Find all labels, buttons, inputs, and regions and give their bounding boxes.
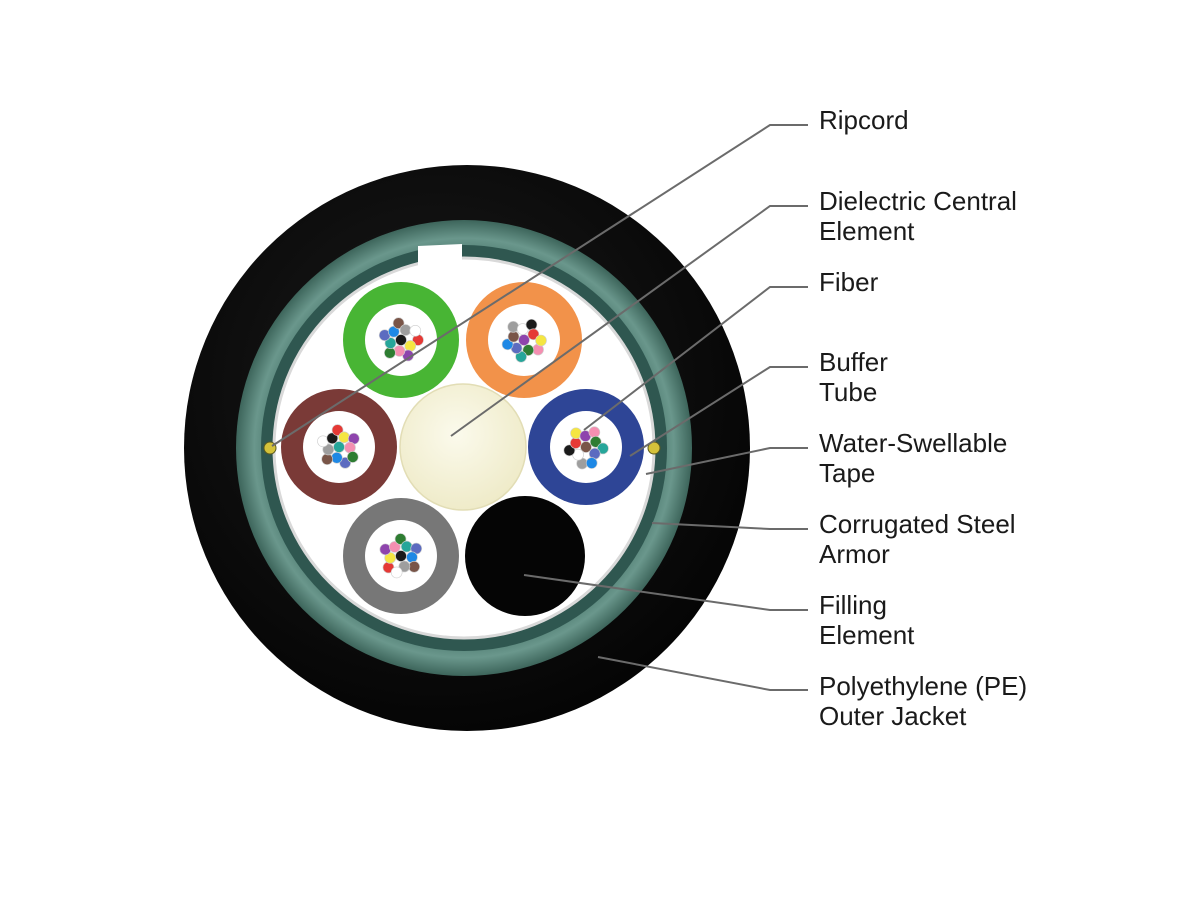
fiber-strand	[588, 426, 601, 439]
fiber-strand	[597, 442, 609, 455]
fiber-strand	[408, 560, 420, 573]
fiber-strand	[322, 443, 335, 456]
leader-line-buffer	[629, 366, 808, 457]
fiber-strand	[525, 318, 538, 331]
fiber-strand	[338, 431, 350, 444]
leader-line-dielectric	[450, 205, 808, 437]
fiber-strand	[392, 317, 405, 329]
fiber-strand	[390, 566, 403, 579]
fiber-strand	[346, 451, 359, 463]
label-fiber: Fiber	[819, 267, 879, 297]
leader-line-armor	[651, 522, 808, 530]
fiber-strand	[563, 444, 576, 457]
fiber-strand	[501, 338, 514, 351]
leader-line-fiber	[583, 286, 808, 431]
leader-line-filling	[523, 574, 808, 611]
fiber-strand	[585, 457, 598, 469]
fiber-strand	[398, 560, 411, 573]
fiber-strand	[393, 345, 406, 357]
dielectric-central-element	[399, 383, 527, 511]
fiber-strand	[507, 321, 520, 333]
label-dielectric-central-element: Dielectric Central Element	[819, 186, 1017, 246]
fiber-strand	[589, 436, 602, 448]
fiber-strand	[331, 451, 343, 464]
label-ripcord: Ripcord	[819, 105, 909, 135]
armor-seam	[418, 244, 462, 266]
label-filling-element: Filling Element	[819, 590, 915, 650]
fiber-strand	[507, 330, 520, 343]
fiber-strand	[409, 325, 422, 337]
fiber-strand	[326, 432, 339, 445]
leader-lines-group	[271, 124, 808, 691]
label-pe-outer-jacket: Polyethylene (PE) Outer Jacket	[819, 671, 1028, 731]
buffer-tubes-group	[281, 282, 644, 614]
fiber-strand	[399, 324, 412, 336]
fiber-strand	[535, 334, 547, 347]
fiber-strand	[522, 344, 535, 356]
fiber-strand	[569, 437, 582, 449]
fiber-strand	[394, 533, 407, 545]
fiber-strand	[384, 337, 397, 349]
fiber-strand	[384, 347, 396, 359]
label-corrugated-steel-armor: Corrugated Steel Armor	[819, 509, 1016, 569]
fiber-strand	[331, 424, 344, 436]
fiber-strand	[406, 551, 418, 564]
leader-line-ripcord	[271, 124, 808, 447]
leader-line-water	[645, 447, 808, 475]
fiber-strand	[321, 453, 333, 465]
label-water-swellable-tape: Water-Swellable Tape	[819, 428, 1008, 488]
label-buffer-tube: Buffer Tube	[819, 347, 888, 407]
leader-line-jacket	[597, 656, 808, 691]
fiber-strand	[404, 340, 417, 352]
filling-element	[465, 496, 585, 616]
fiber-strand	[527, 328, 540, 341]
fiber-strand	[400, 540, 413, 553]
fiber-strand	[388, 541, 401, 553]
ripcord-right	[647, 441, 661, 455]
